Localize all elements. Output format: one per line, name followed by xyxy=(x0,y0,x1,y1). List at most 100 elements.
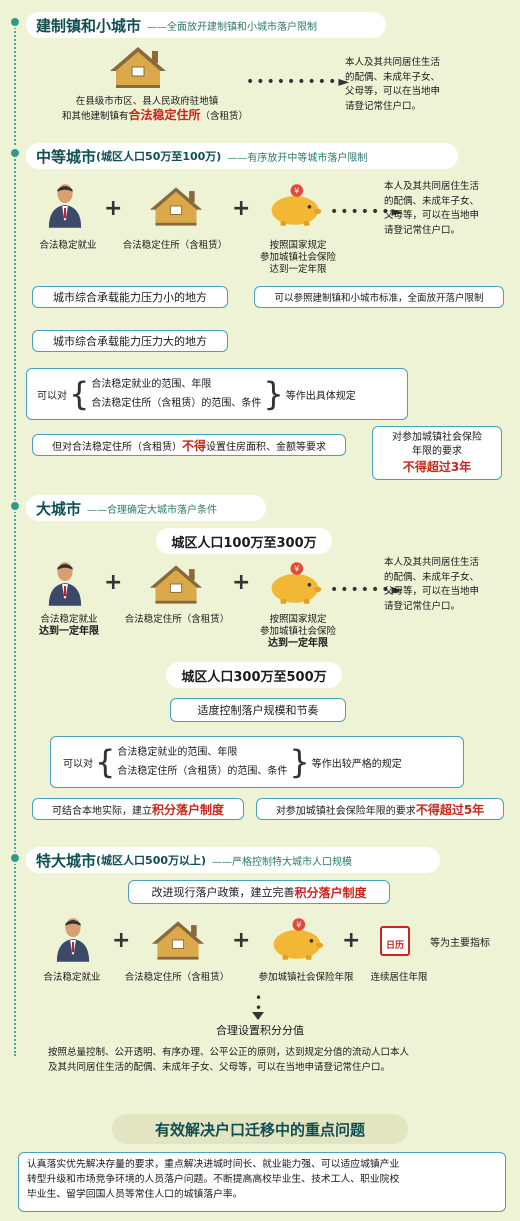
reform-pre: 改进现行落户政策，建立完善 xyxy=(151,886,295,899)
insurance-pre: 对参加城镇社会保险年限的要求 xyxy=(275,805,416,817)
insurance-line: 参加城镇社会保险 xyxy=(259,625,336,637)
paragraph-line: 按照总量控制、公开透明、有序办理、公平公正的原则，达到规定分值的流动人口本人 xyxy=(48,1047,410,1058)
population-label: 城区人口100万至300万 xyxy=(171,535,317,551)
result-line: 父母等，可以在当地申 xyxy=(384,210,480,222)
result-line: 的配偶、未成年子女、 xyxy=(345,71,441,83)
timeline-dot xyxy=(9,852,21,864)
right-brace-icon: } xyxy=(263,375,284,413)
rule-list: 合法稳定就业的范围、年限 合法稳定住所（含租赁）的范围、条件 xyxy=(117,743,287,781)
residence-label: 合法稳定住所（含租赁） xyxy=(124,614,230,625)
timeline-dot xyxy=(9,16,21,28)
section-header-megacity: 特大城市 (城区人口500万以上) ——严格控制特大城市人口规模 xyxy=(26,847,440,873)
paragraph-line: 转型升级和市场竞争环境的人员落户问题。不断提高高校毕业生、技术工人、职业院校 xyxy=(27,1174,400,1186)
plus-icon: + xyxy=(112,928,131,953)
reform-key: 积分落户制度 xyxy=(294,885,367,900)
rule-conclusion: 等作出较严格的规定 xyxy=(311,758,402,770)
section-header-large-city: 大城市 ——合理确定大城市落户条件 xyxy=(26,495,266,521)
megacity-paragraph: 按照总量控制、公开透明、有序办理、公平公正的原则，达到规定分值的流动人口本人 及… xyxy=(48,1046,409,1075)
housing-limit-pre: 但对合法稳定住所（含租赁） xyxy=(51,441,182,453)
person-icon xyxy=(46,182,84,228)
result-line: 请登记常住户口。 xyxy=(345,101,422,113)
insurance-label: 按照国家规定 参加城镇社会保险 达到一定年限 xyxy=(250,240,346,276)
section-population: (城区人口500万以上) xyxy=(96,854,207,867)
section-header-small-city: 建制镇和小城市 ——全面放开建制镇和小城市落户限制 xyxy=(26,12,386,38)
insurance-key: 不得超过5年 xyxy=(415,802,485,817)
residence-years-label: 连续居住年限 xyxy=(370,972,428,983)
section-subtitle: ——全面放开建制镇和小城市落户限制 xyxy=(147,21,318,33)
left-brace-icon: { xyxy=(95,743,116,781)
result-line: 父母等，可以在当地申 xyxy=(345,86,441,98)
high-pressure-box: 城市综合承载能力压力大的地方 xyxy=(32,330,228,352)
house-key: 合法稳定住所 xyxy=(128,107,201,122)
low-pressure-box: 城市综合承载能力压力小的地方 xyxy=(32,286,228,308)
section-subtitle: ——严格控制特大城市人口规模 xyxy=(212,856,353,868)
reform-box: 改进现行落户政策，建立完善积分落户制度 xyxy=(128,880,390,904)
section-title: 中等城市 xyxy=(36,147,97,166)
paragraph-line: 及其共同居住生活的配偶、未成年子女、父母等，可以在当地申请登记常住户口。 xyxy=(48,1061,391,1073)
key-issues-header: 有效解决户口迁移中的重点问题 xyxy=(112,1114,408,1144)
population-tag: 城区人口100万至300万 xyxy=(156,528,332,554)
result-text: 本人及其共同居住生活 的配偶、未成年子女、 父母等，可以在当地申 请登记常住户口… xyxy=(345,56,440,115)
paragraph-line: 毕业生、留学回国人员等常住人口的城镇落户率。 xyxy=(27,1189,243,1201)
control-box: 适度控制落户规模和节奏 xyxy=(170,698,346,722)
section-population: (城区人口50万至100万) xyxy=(96,150,222,163)
key-issues-text: 认真落实优先解决存量的要求，重点解决进城时间长、就业能力强、可以适应城镇产业 转… xyxy=(27,1157,497,1203)
result-line: 本人及其共同居住生活 xyxy=(345,57,441,68)
section-subtitle: ——合理确定大城市落户条件 xyxy=(87,504,218,516)
person-icon xyxy=(54,916,92,962)
house-condition-line2: 和其他建制镇有合法稳定住所（含租赁） xyxy=(62,107,248,123)
housing-limit-post: 设置住房面积、金额等要求 xyxy=(206,441,326,453)
housing-limit-key: 不得 xyxy=(181,438,206,453)
result-text: 本人及其共同居住生活 的配偶、未成年子女、 父母等，可以在当地申 请登记常住户口… xyxy=(384,556,479,615)
insurance-line: 达到一定年限 xyxy=(268,637,328,649)
insurance-years-label: 参加城镇社会保险年限 xyxy=(258,972,354,983)
rule-item: 合法稳定就业的范围、年限 xyxy=(117,747,238,758)
points-pre: 可结合本地实际，建立 xyxy=(51,805,152,817)
employment-line: 合法稳定就业 xyxy=(40,614,98,625)
house-icon xyxy=(108,44,168,90)
result-line: 本人及其共同居住生活 xyxy=(384,181,480,192)
calendar-icon: 日历 xyxy=(380,926,410,956)
points-system-box: 可结合本地实际，建立积分落户制度 xyxy=(32,798,244,820)
insurance-limit-line: 对参加城镇社会保险 xyxy=(392,431,482,443)
insurance-limit-key: 不得超过3年 xyxy=(402,459,472,474)
plus-icon: + xyxy=(104,570,123,595)
result-line: 的配偶、未成年子女、 xyxy=(384,195,480,207)
dotted-arrow: ••••••► xyxy=(330,582,405,598)
residence-label: 合法稳定住所（含租赁） xyxy=(124,972,230,983)
result-line: 请登记常住户口。 xyxy=(384,601,461,613)
section-title: 大城市 xyxy=(36,499,82,518)
right-brace-icon: } xyxy=(289,743,310,781)
insurance-limit-line: 年限的要求 xyxy=(412,445,462,457)
insurance-line: 按照国家规定 xyxy=(269,614,327,625)
key-issues-title: 有效解决户口迁移中的重点问题 xyxy=(154,1120,365,1139)
left-brace-icon: { xyxy=(69,375,90,413)
timeline-dot xyxy=(9,147,21,159)
piggy-bank-icon xyxy=(268,560,322,606)
key-issues-box: 认真落实优先解决存量的要求，重点解决进城时间长、就业能力强、可以适应城镇产业 转… xyxy=(18,1152,506,1212)
can-label: 可以对 xyxy=(37,390,67,402)
population-label: 城区人口300万至500万 xyxy=(181,669,327,685)
score-label: 合理设置积分分值 xyxy=(216,1024,304,1037)
house-icon xyxy=(150,918,206,962)
insurance-limit-box: 对参加城镇社会保险 年限的要求 不得超过3年 xyxy=(372,426,502,480)
large-city-rules: 可以对 { 合法稳定就业的范围、年限 合法稳定住所（含租赁）的范围、条件 } 等… xyxy=(50,736,464,788)
rule-item: 合法稳定住所（含租赁）的范围、条件 xyxy=(91,398,262,409)
paragraph-line: 认真落实优先解决存量的要求，重点解决进城时间长、就业能力强、可以适应城镇产业 xyxy=(27,1159,400,1170)
rule-item: 合法稳定住所（含租赁）的范围、条件 xyxy=(117,766,288,777)
points-key: 积分落户制度 xyxy=(151,802,224,817)
section-title: 特大城市 xyxy=(36,851,97,870)
house-condition: 在县级市市区、县人民政府驻地镇 和其他建制镇有合法稳定住所（含租赁） xyxy=(62,96,248,123)
can-label: 可以对 xyxy=(63,758,93,770)
house-icon xyxy=(148,184,204,228)
plus-icon: + xyxy=(232,196,251,221)
calendar-label: 日历 xyxy=(385,941,404,951)
insurance-line: 参加城镇社会保险 xyxy=(259,251,336,263)
plus-icon: + xyxy=(232,570,251,595)
person-icon xyxy=(46,560,84,606)
section-subtitle: ——有序放开中等城市落户限制 xyxy=(227,152,368,164)
result-line: 的配偶、未成年子女、 xyxy=(384,571,480,583)
house-icon xyxy=(148,562,204,606)
insurance-label: 按照国家规定 参加城镇社会保险 达到一定年限 xyxy=(250,614,346,650)
insurance-line: 达到一定年限 xyxy=(269,263,327,275)
